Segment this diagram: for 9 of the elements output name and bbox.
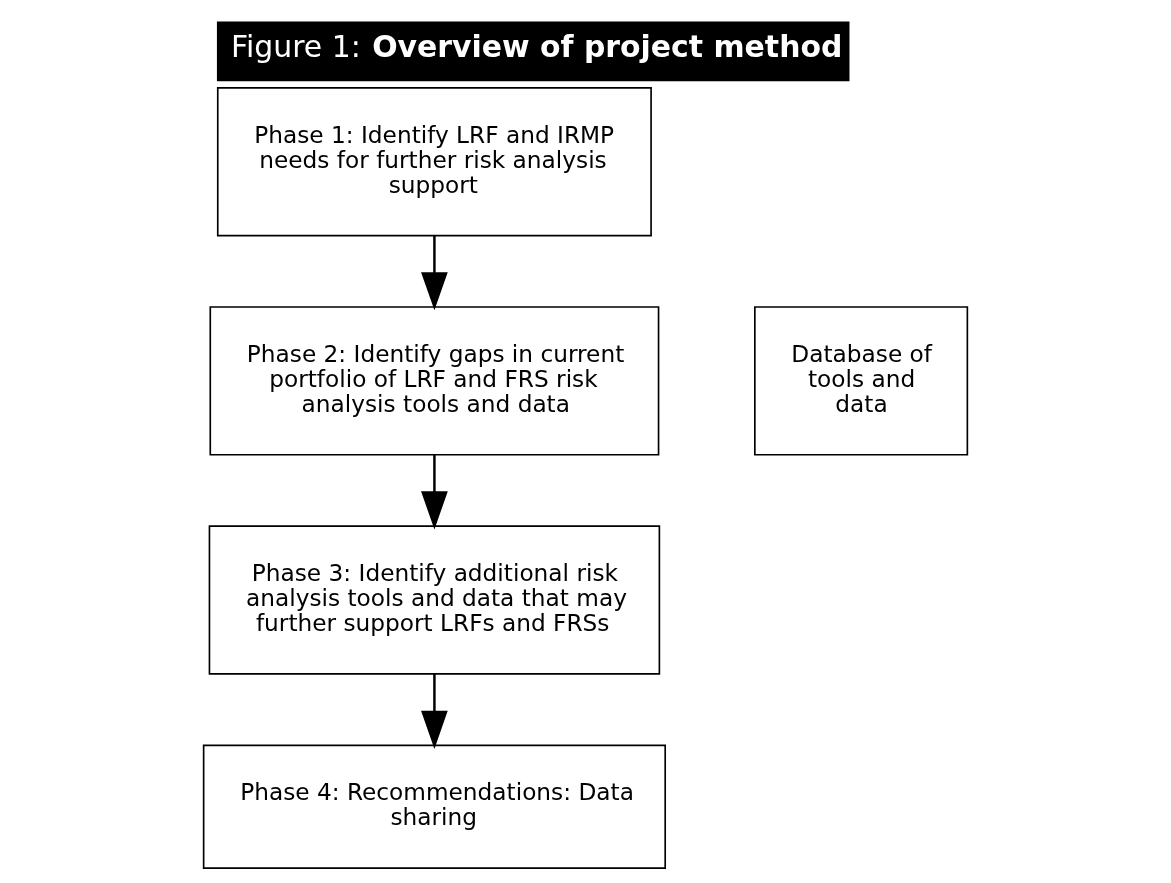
- diagram-title: Figure 1: Overview of project method: [231, 28, 843, 64]
- node-box: Phase 4: Recommendations: Data sharing: [202, 744, 667, 870]
- node-box: Phase 2: Identify gaps in current portfolio of LRF and FRS risk analysis tools and data: [209, 306, 660, 456]
- node-box: Phase 1: Identify LRF and IRMP needs for further risk analysis support: [216, 87, 652, 237]
- arrow: [421, 455, 448, 530]
- arrow: [421, 674, 448, 749]
- node-box: Phase 3: Identify additional risk analysis tools and data that may further support LRFs and FRSs: [208, 525, 661, 675]
- node-box: Database of tools and data: [754, 306, 969, 456]
- arrow: [421, 235, 448, 311]
